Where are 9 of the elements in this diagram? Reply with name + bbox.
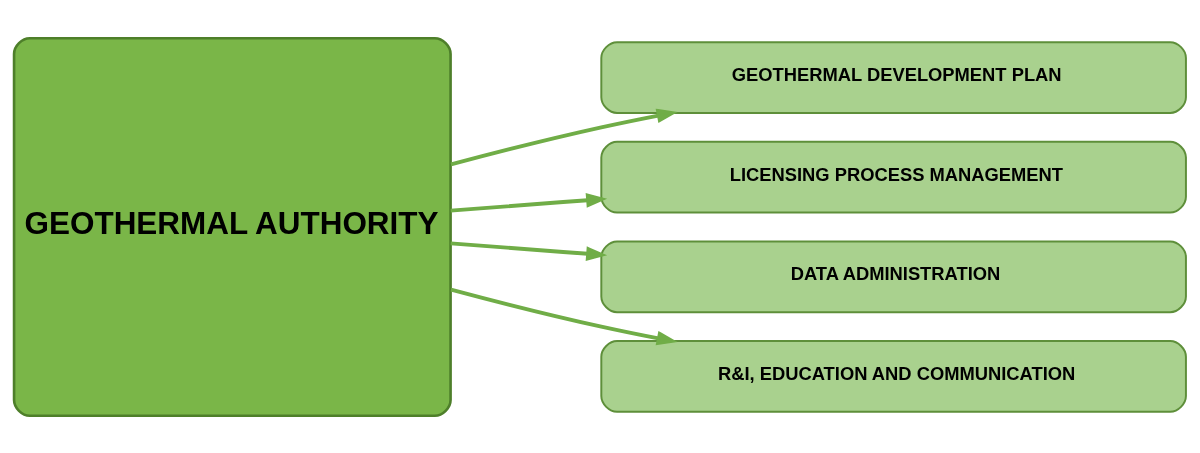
node-box: GEOTHERMAL AUTHORITY bbox=[12, 36, 452, 417]
arrow bbox=[450, 192, 608, 213]
node-box: DATA ADMINISTRATION bbox=[600, 239, 1187, 313]
arrow bbox=[450, 287, 678, 345]
node-box: LICENSING PROCESS MANAGEMENT bbox=[600, 140, 1187, 214]
arrow bbox=[450, 240, 608, 261]
arrow bbox=[450, 108, 678, 166]
node-box: R&I, EDUCATION AND COMMUNICATION bbox=[600, 339, 1187, 413]
node-box: GEOTHERMAL DEVELOPMENT PLAN bbox=[600, 40, 1187, 114]
